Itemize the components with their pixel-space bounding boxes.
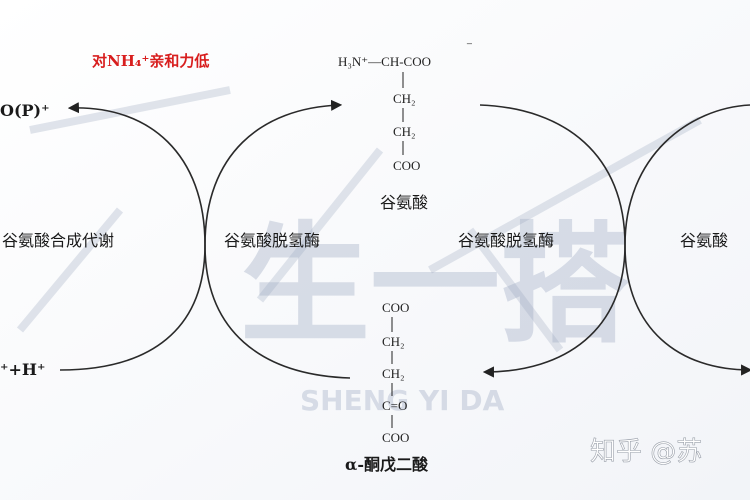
watermark-subtext: SHENG YI DA — [300, 384, 505, 417]
right-cycle-arc-top — [624, 104, 750, 246]
glutamate-structure: H₃N⁺—CH-COO ⁻ CH₂ CH₂ COO 谷氨酸 — [338, 38, 473, 212]
center-right-arc-top — [479, 104, 626, 246]
akg-ch2-a: CH₂ — [382, 334, 405, 349]
watermark-text: 生一搭 — [240, 209, 630, 361]
center-left-arc-top — [204, 99, 343, 246]
right-cycle-arc-bottom — [624, 244, 750, 376]
enzyme-center-left-label: 谷氨酸脱氢酶 — [224, 231, 320, 250]
enzyme-center-right-label: 谷氨酸脱氢酶 — [458, 231, 554, 250]
glutamate-ch2-b: CH₂ — [393, 124, 416, 139]
center-right-arc-bottom — [482, 244, 626, 378]
left-cycle-arc-bottom — [59, 244, 206, 371]
enzyme-left-label: 谷氨酸合成代谢 — [2, 231, 114, 250]
akg-keto: C=O — [382, 398, 407, 413]
glutamate-ch2-a: CH₂ — [393, 91, 416, 106]
glutamate-name: 谷氨酸 — [380, 193, 428, 212]
zhihu-credit: 知乎 @苏 — [590, 437, 702, 467]
akg-structure: COO CH₂ CH₂ C=O COO α-酮戊二酸 — [345, 300, 429, 474]
enzyme-right-label: 谷氨酸 — [680, 231, 728, 250]
akg-ch2-b: CH₂ — [382, 366, 405, 381]
center-left-arc-bottom — [204, 244, 351, 379]
cycle-arcs — [59, 99, 750, 379]
watermark-shapes — [16, 86, 702, 353]
left-cycle-arc-top — [67, 102, 206, 246]
akg-name: α-酮戊二酸 — [345, 455, 429, 474]
glutamate-top-line: H₃N⁺—CH-COO — [338, 54, 431, 69]
nh4-affinity-note: 对NH₄⁺亲和力低 — [92, 52, 209, 70]
glutamate-charge: ⁻ — [466, 38, 473, 53]
glutamate-coo: COO — [393, 158, 420, 173]
left-cofactor-bottom: ⁺+H⁺ — [0, 360, 45, 379]
akg-coo-top: COO — [382, 300, 409, 315]
akg-coo-bottom: COO — [382, 430, 409, 445]
left-cofactor-top: O(P)⁺ — [0, 101, 50, 120]
